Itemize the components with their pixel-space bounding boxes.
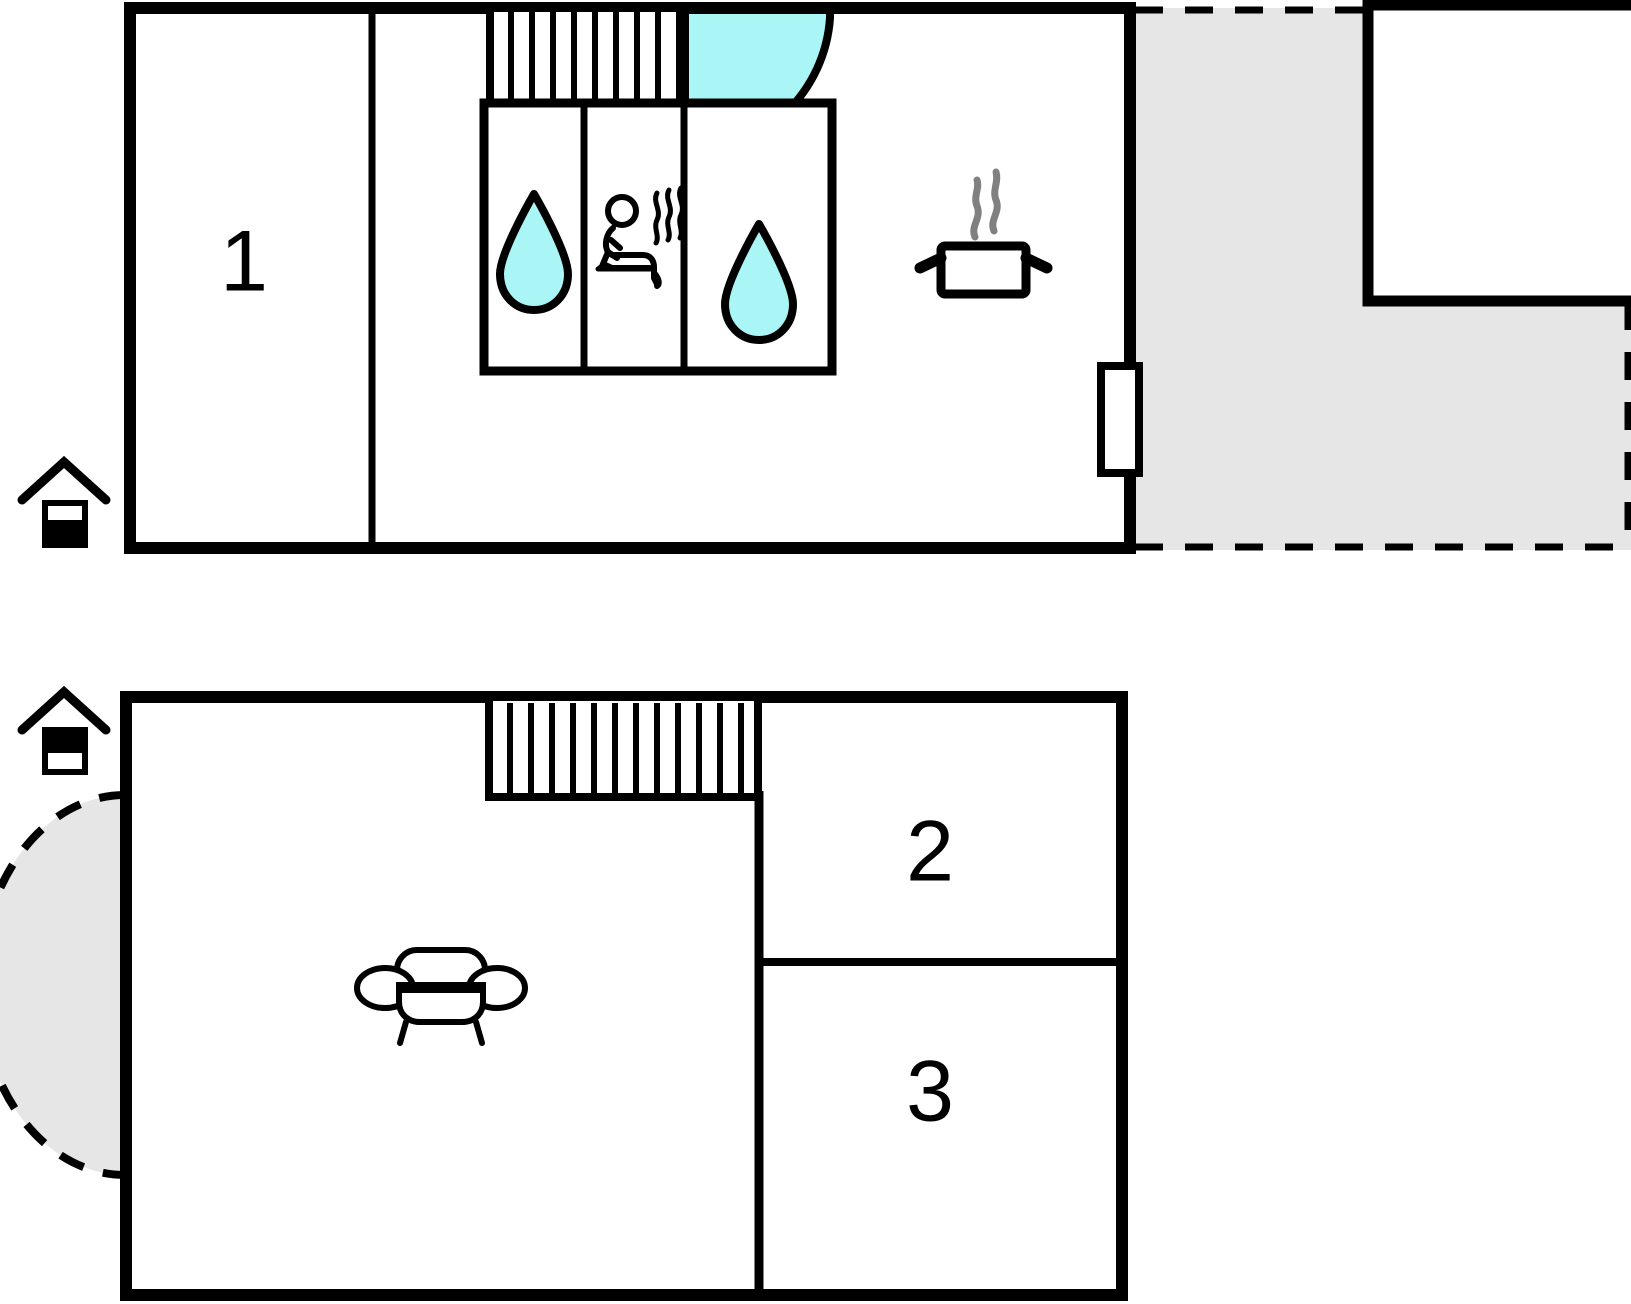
upper-house-north-icon	[17, 455, 111, 548]
sauna-person-icon	[595, 185, 685, 289]
lower-house-north-icon	[17, 685, 111, 775]
water-drop-icon-left	[496, 190, 572, 314]
lower-level-group: 2 3	[0, 685, 1128, 1301]
upper-staircase	[486, 4, 684, 107]
room-number-3: 3	[906, 1044, 954, 1140]
room-number-2: 2	[906, 804, 954, 900]
lower-terrace-dashed-arc	[0, 791, 126, 1179]
upper-exterior-door-opening-icon	[1097, 362, 1143, 477]
water-drop-icon-right	[721, 220, 797, 344]
bath-sauna-block	[479, 98, 837, 376]
room-number-1: 1	[220, 214, 268, 310]
cooking-pot-icon	[914, 168, 1053, 299]
lower-staircase	[485, 693, 762, 801]
upper-level-group: 1	[17, 0, 1631, 554]
sofa-icon	[354, 947, 528, 1046]
lower-terrace-area	[0, 795, 125, 1175]
outbuilding-rect	[1362, 0, 1631, 307]
